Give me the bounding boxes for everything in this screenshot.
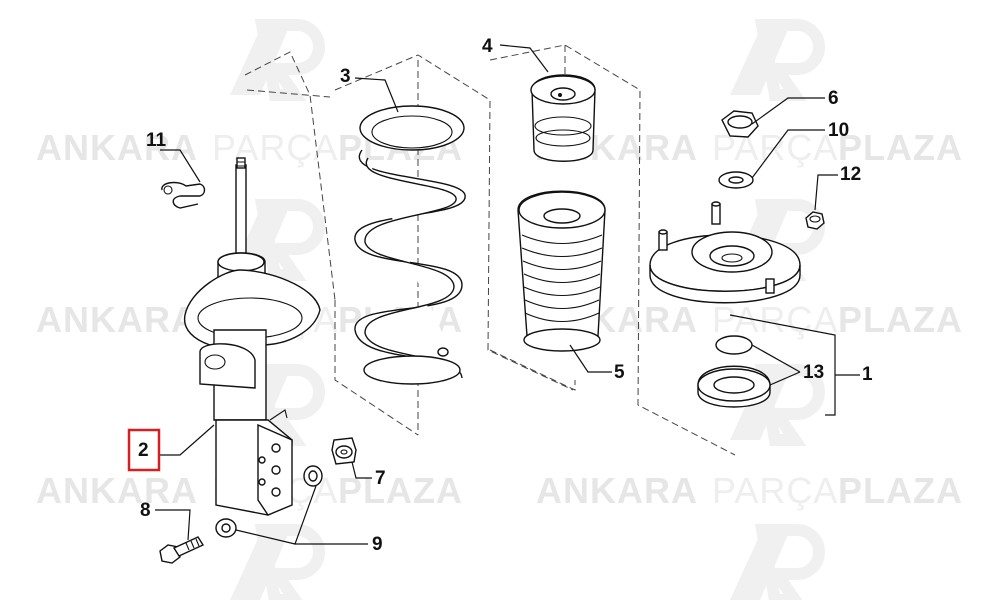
callout-2[interactable]: 2: [138, 440, 149, 461]
watermark-row-middle: ANKARA PARÇA PLAZA ANKARA PARÇA PLAZA: [36, 299, 963, 340]
watermark-row-top: ANKARA PARÇA PLAZA ANKARA PARÇA PLAZA: [36, 127, 963, 168]
watermark-brand-right: PLAZA: [838, 299, 963, 340]
top-strut-mount[interactable]: [649, 201, 801, 304]
top-mount-nut[interactable]: [721, 110, 759, 138]
callout-13[interactable]: 13: [803, 362, 824, 383]
watermark-logo: [730, 19, 825, 101]
watermark-brand-left: ANKARA: [36, 127, 198, 168]
callout-10[interactable]: 10: [828, 120, 849, 141]
dust-boot[interactable]: [517, 190, 606, 352]
mount-stud-nut[interactable]: [805, 211, 825, 230]
leader-lines: [155, 44, 860, 545]
watermark-logo: [230, 524, 325, 600]
watermark-brand-left: ANKARA: [536, 470, 698, 511]
strut-bearing[interactable]: [697, 365, 771, 408]
callout-4[interactable]: 4: [482, 36, 493, 57]
watermark-logo: [230, 19, 325, 101]
top-washer[interactable]: [718, 171, 754, 189]
watermark-brand-left: ANKARA: [36, 299, 198, 340]
callout-9[interactable]: 9: [372, 534, 383, 555]
callout-8[interactable]: 8: [140, 500, 151, 521]
watermark-layer: ANKARA PARÇA PLAZA ANKARA PARÇA PLAZA AN…: [36, 19, 963, 600]
washer[interactable]: [303, 465, 323, 487]
watermark-brand-right: PLAZA: [838, 470, 963, 511]
callout-1[interactable]: 1: [862, 364, 873, 385]
shock-absorber[interactable]: [183, 157, 321, 516]
watermark-brand-middle: PARÇA: [712, 299, 838, 340]
hex-bolt[interactable]: [159, 536, 205, 564]
watermark-brand-middle: PARÇA: [212, 127, 338, 168]
highlighted-callout-box: [127, 428, 161, 472]
watermark-brand-middle: PARÇA: [712, 470, 838, 511]
bump-stop[interactable]: [530, 74, 596, 162]
watermark-row-bottom: ANKARA PARÇA PLAZA ANKARA PARÇA PLAZA: [36, 470, 963, 511]
callout-3[interactable]: 3: [340, 66, 351, 87]
retaining-clip[interactable]: [161, 181, 206, 209]
watermark-brand-left: ANKARA: [36, 470, 198, 511]
watermark-logo: [730, 524, 825, 600]
callout-6[interactable]: 6: [828, 88, 839, 109]
strut-bearing-ring[interactable]: [715, 335, 753, 355]
callout-labels: 11 3 4 5 6 10 12 13 1 7 8 9 2: [127, 36, 873, 555]
callout-7[interactable]: 7: [375, 468, 386, 489]
washer[interactable]: [215, 518, 237, 538]
watermark-logo: [730, 364, 825, 446]
watermark-brand-right: PLAZA: [838, 127, 963, 168]
callout-11[interactable]: 11: [146, 130, 167, 151]
callout-5[interactable]: 5: [614, 362, 625, 383]
flange-nut[interactable]: [331, 437, 357, 465]
watermark-brand-right: PLAZA: [338, 470, 463, 511]
callout-12[interactable]: 12: [840, 164, 861, 185]
coil-spring[interactable]: [354, 105, 466, 385]
